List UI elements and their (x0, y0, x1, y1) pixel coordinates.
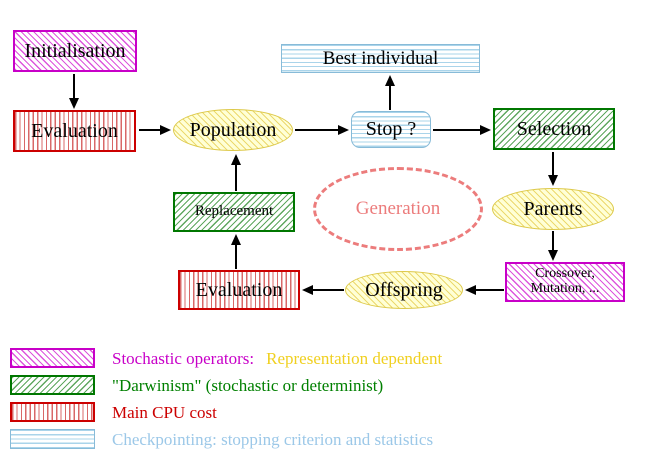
node-initialisation-label: Initialisation (24, 39, 126, 62)
arrow-evaluation-to-replacement-line (235, 243, 237, 269)
node-parents: Parents (492, 188, 614, 230)
node-parents-label: Parents (523, 197, 583, 220)
legend-swatch-main-cpu-cost (10, 402, 95, 422)
arrow-selection-to-parents-head (548, 175, 558, 186)
legend-swatch-checkpointing (10, 429, 95, 449)
legend-label-stochastic-operators-text: Stochastic operators: (112, 349, 255, 368)
node-initialisation: Initialisation (13, 30, 137, 72)
arrow-crossover-to-offspring-line (476, 289, 504, 291)
node-crossover-line2: Mutation, ... (530, 281, 600, 296)
arrow-parents-to-crossover-line (552, 231, 554, 252)
arrow-population-to-stop-head (338, 125, 349, 135)
arrow-stop-to-best-line (389, 84, 391, 110)
node-generation-cycle: Generation (313, 167, 483, 251)
arrow-stop-to-selection-line (433, 129, 481, 131)
node-best-individual: Best individual (281, 44, 480, 73)
node-evaluation-bottom-label: Evaluation (195, 278, 283, 301)
node-replacement-label: Replacement (194, 203, 274, 220)
arrow-offspring-to-evaluation-line (313, 289, 344, 291)
arrow-stop-to-selection-head (480, 125, 491, 135)
arrow-init-to-evaluation-line (73, 74, 75, 100)
arrow-replacement-to-population-line (235, 163, 237, 191)
node-stop-label: Stop ? (365, 118, 417, 140)
node-offspring: Offspring (345, 271, 463, 309)
arrow-selection-to-parents-line (552, 152, 554, 176)
node-population: Population (173, 109, 293, 151)
node-generation-label: Generation (355, 198, 441, 220)
legend-label-representation-dependent: Representation dependent (266, 349, 443, 368)
legend-label-checkpointing: Checkpointing: stopping criterion and st… (112, 430, 434, 449)
node-crossover-line1: Crossover, (535, 266, 595, 282)
node-replacement: Replacement (173, 192, 295, 232)
arrow-parents-to-crossover-head (548, 250, 558, 261)
node-crossover-mutation: Crossover, Mutation, ... (505, 262, 625, 302)
legend-swatch-darwinism (10, 375, 95, 395)
node-evaluation-top-label: Evaluation (31, 119, 118, 142)
arrow-init-to-evaluation-head (69, 98, 79, 109)
node-best-individual-label: Best individual (322, 47, 439, 69)
arrow-offspring-to-evaluation-head (302, 285, 313, 295)
node-selection: Selection (493, 108, 615, 150)
node-population-label: Population (189, 118, 277, 141)
node-evaluation-top: Evaluation (13, 110, 136, 152)
arrow-evaluation-to-population-line (139, 129, 162, 131)
node-evaluation-bottom: Evaluation (178, 270, 300, 310)
legend-label-stochastic-operators: Stochastic operators: Representation depe… (112, 349, 442, 369)
node-selection-label: Selection (516, 117, 592, 140)
arrow-crossover-to-offspring-head (465, 285, 476, 295)
arrow-evaluation-to-replacement-head (231, 234, 241, 245)
node-offspring-label: Offspring (365, 278, 443, 301)
legend-label-main-cpu-cost: Main CPU cost (112, 403, 217, 422)
arrow-population-to-stop-line (295, 129, 339, 131)
legend-swatch-stochastic-operators (10, 348, 95, 368)
arrow-stop-to-best-head (385, 75, 395, 86)
arrow-replacement-to-population-head (231, 154, 241, 165)
node-stop: Stop ? (351, 111, 431, 148)
arrow-evaluation-to-population-head (160, 125, 171, 135)
legend-label-darwinism: "Darwinism" (stochastic or determinist) (112, 376, 384, 395)
